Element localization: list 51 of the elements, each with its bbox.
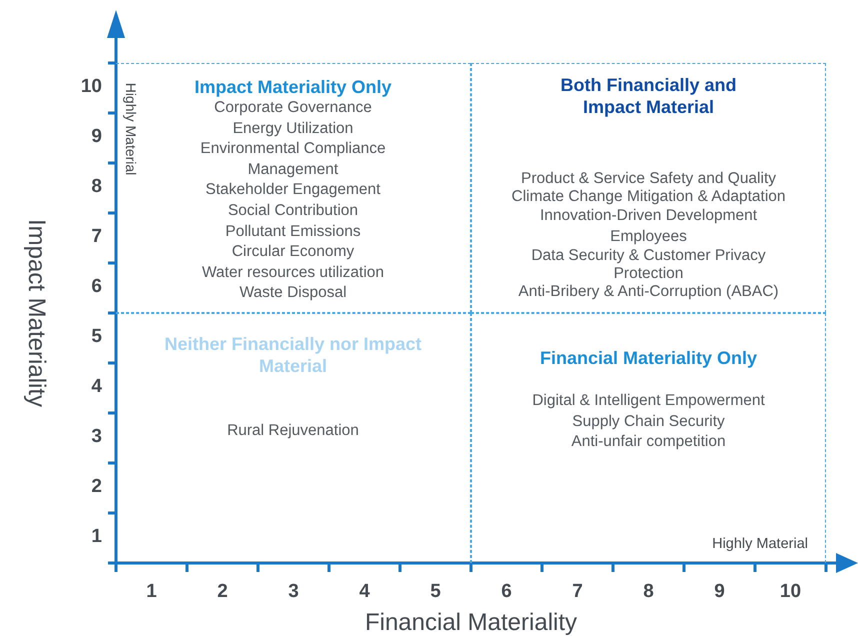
tick-label: 1 <box>145 581 158 603</box>
axis-title: Impact Materiality <box>22 218 50 410</box>
tick-label: 7 <box>90 226 102 248</box>
topic-label: Anti-Bribery & Anti-Corruption (ABAC) <box>517 283 780 302</box>
topic-label: Climate Change Mitigation & Adaptation <box>510 188 786 206</box>
tick-label: 3 <box>287 581 300 603</box>
topic-label: Corporate Governance <box>214 98 372 118</box>
topic-label: Environmental Compliance Management <box>199 139 387 180</box>
quadrant-box <box>471 313 826 563</box>
quadrant-box <box>471 63 826 313</box>
tick-label: 2 <box>90 476 102 498</box>
topic-label: Innovation-Driven Development <box>540 206 758 226</box>
tick-label: 8 <box>90 176 102 198</box>
topic-label: Digital & Intelligent Empowerment <box>532 391 765 411</box>
topic-label: Stakeholder Engagement <box>206 180 380 200</box>
tick-label: 10 <box>80 76 102 98</box>
tick-label: 4 <box>90 376 102 398</box>
tick-label: 5 <box>90 326 102 348</box>
topic-label: Anti-unfair competition <box>571 432 726 452</box>
tick-label: 3 <box>90 426 102 448</box>
tick-label: 9 <box>713 581 726 603</box>
tick-label: 2 <box>216 581 229 603</box>
tick-label: 4 <box>358 581 371 603</box>
tick-label: 7 <box>571 581 584 603</box>
quadrant-heading: Impact Materiality Only <box>193 76 393 98</box>
topic-label: Energy Utilization <box>232 118 354 139</box>
tick-label: 1 <box>90 526 102 548</box>
tick-label: 8 <box>642 581 655 603</box>
tick-label: 6 <box>90 276 102 298</box>
topic-label: Employees <box>610 226 687 247</box>
quadrant-heading: Financial Materiality Only <box>538 347 758 369</box>
topic-label: Supply Chain Security <box>572 412 725 432</box>
tick-label: 5 <box>429 581 442 603</box>
topic-label: Rural Rejuvenation <box>227 421 359 441</box>
quadrant-box <box>116 313 471 563</box>
topic-label: Product & Service Safety and Quality <box>520 170 778 188</box>
tick-label: 6 <box>500 581 513 603</box>
quadrant-box <box>116 63 471 313</box>
topic-label: Waste Disposal <box>239 283 347 304</box>
topic-label: Water resources utilization <box>202 262 384 283</box>
axis-note: Highly Material <box>712 536 808 552</box>
axis-title: Financial Materiality <box>364 609 578 637</box>
topic-label: Social Contribution <box>228 200 358 221</box>
topic-label: Circular Economy <box>232 242 354 262</box>
axis-note: Highly Material <box>123 82 139 178</box>
quadrant-heading: Neither Financially nor Impact Material <box>163 333 423 377</box>
tick-label: 10 <box>778 581 802 603</box>
topic-label: Data Security & Customer Privacy Protection <box>530 247 767 284</box>
tick-label: 9 <box>90 126 102 148</box>
topic-label: Pollutant Emissions <box>225 222 361 242</box>
quadrant-heading: Both Financially and Impact Material <box>559 74 738 118</box>
